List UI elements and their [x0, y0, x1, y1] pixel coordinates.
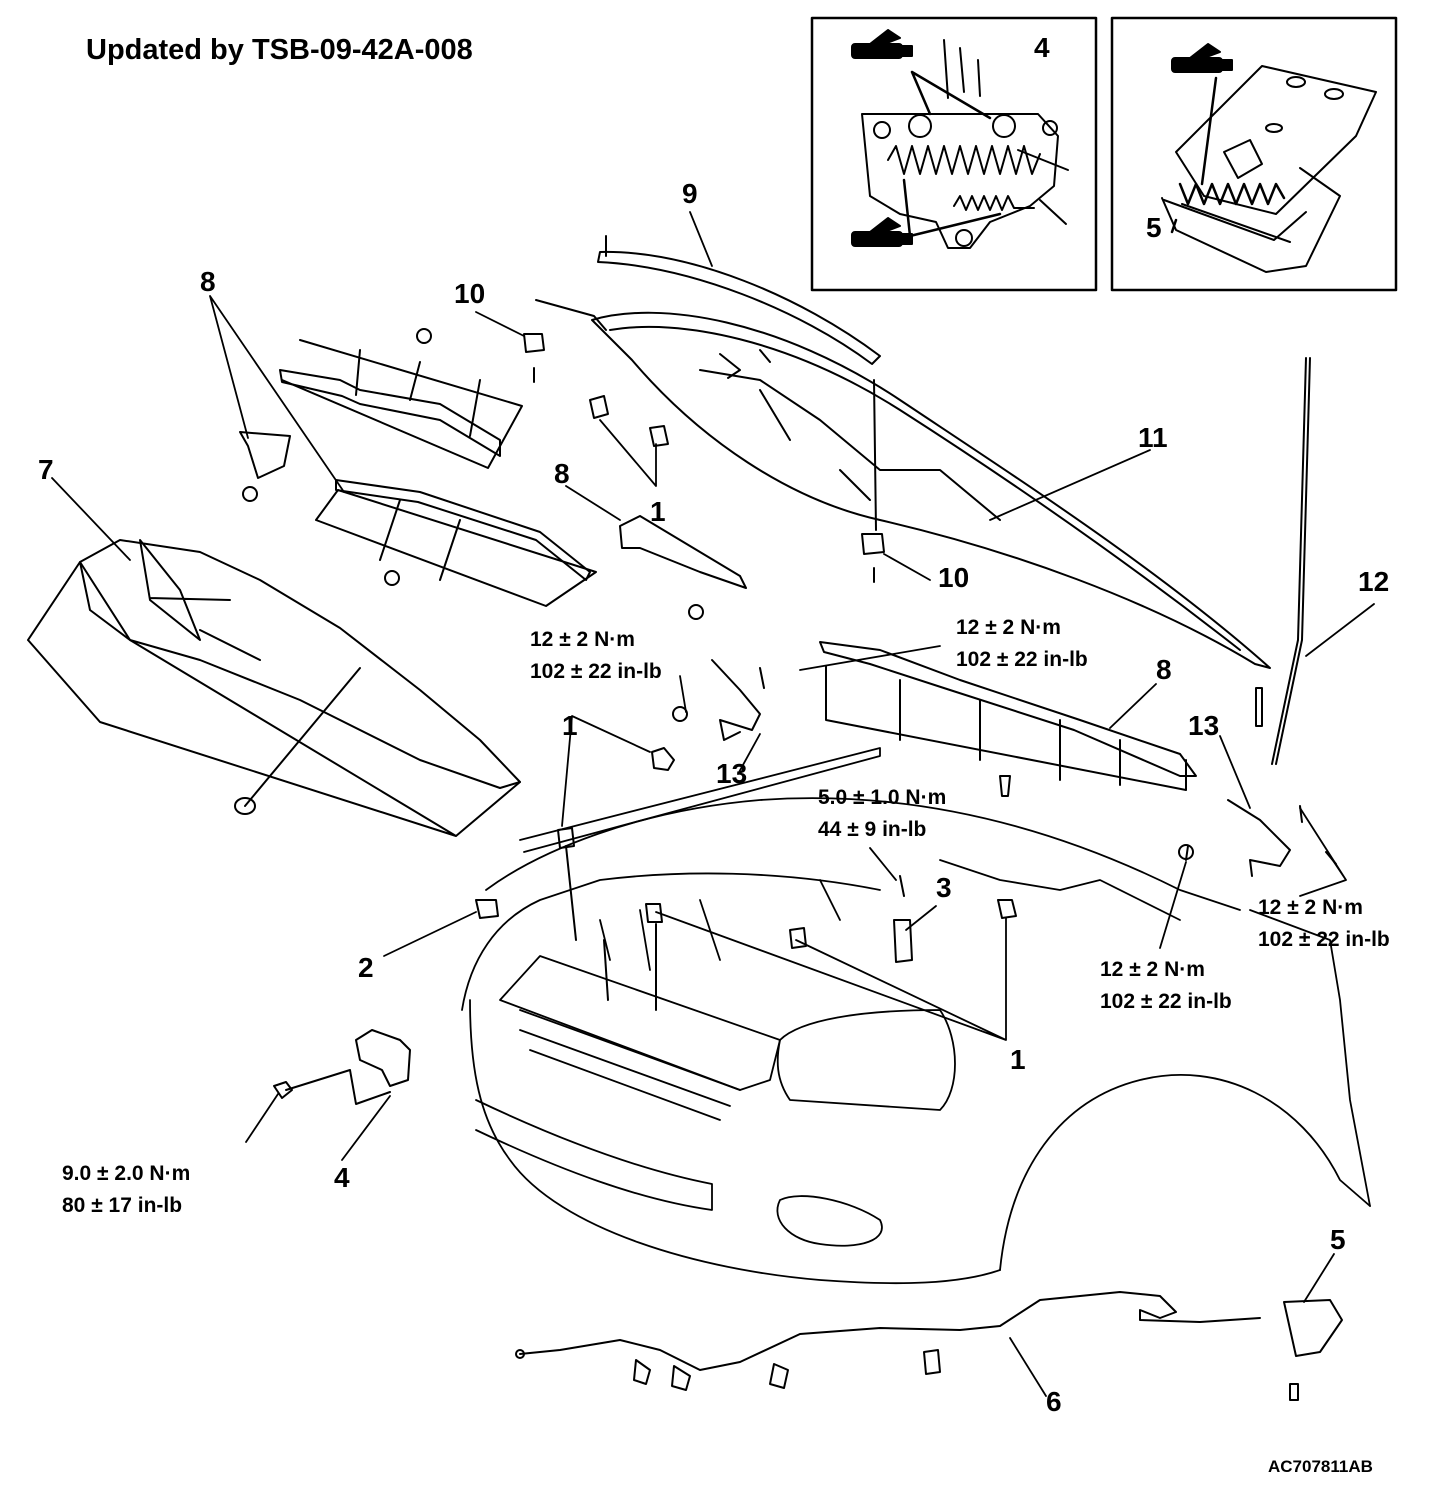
torque-nm: 5.0 ± 1.0 N·m [818, 786, 947, 809]
torque-inlb: 102 ± 22 in-lb [1100, 990, 1232, 1013]
callout-4-bottom: 4 [334, 1162, 350, 1193]
part-13-hinges [672, 659, 1337, 877]
callout-13-left: 13 [716, 758, 748, 789]
callout-4-inset: 4 [1034, 32, 1050, 63]
callout-10-left: 10 [454, 278, 486, 309]
bay-fasteners [475, 747, 1017, 1011]
grease-gun-icon [851, 29, 913, 59]
torque-spec-latch: 9.0 ± 2.0 N·m 80 ± 17 in-lb [62, 1158, 190, 1222]
inset-box-latch [810, 16, 1098, 292]
callout-10-right: 10 [938, 562, 970, 593]
part-7-insulator [27, 539, 521, 837]
callout-8-left: 8 [200, 266, 216, 297]
inset-box-release [1110, 16, 1398, 292]
torque-inlb: 102 ± 22 in-lb [530, 660, 662, 683]
callout-11: 11 [1138, 422, 1168, 453]
part-8-seals [239, 328, 747, 620]
page-title: Updated by TSB-09-42A-008 [86, 34, 473, 66]
torque-spec-hinge-left: 12 ± 2 N·m 102 ± 22 in-lb [530, 624, 662, 688]
callout-13-right: 13 [1188, 710, 1220, 741]
part-6-release-cable [515, 1291, 1343, 1401]
torque-spec-striker: 5.0 ± 1.0 N·m 44 ± 9 in-lb [818, 782, 946, 846]
figure-id: AC707811AB [1268, 1457, 1373, 1476]
callout-1-bottom: 1 [1010, 1044, 1026, 1075]
part-12-prop-rod [1255, 357, 1311, 765]
part-9-weatherstrip [597, 250, 881, 365]
hood-fasteners [523, 299, 885, 583]
torque-inlb: 80 ± 17 in-lb [62, 1194, 183, 1217]
callout-6: 6 [1046, 1386, 1062, 1417]
callout-5-inset: 5 [1146, 212, 1162, 243]
torque-nm: 12 ± 2 N·m [530, 628, 635, 651]
callout-8-center: 8 [554, 458, 570, 489]
callout-7: 7 [38, 454, 54, 485]
torque-spec-hinge-right: 12 ± 2 N·m 102 ± 22 in-lb [1258, 892, 1390, 956]
callout-5-bottom: 5 [1330, 1224, 1346, 1255]
torque-nm: 9.0 ± 2.0 N·m [62, 1162, 191, 1185]
torque-inlb: 102 ± 22 in-lb [956, 648, 1088, 671]
callout-1-mid: 1 [562, 710, 578, 741]
callout-3: 3 [936, 872, 952, 903]
inset-latch-drawing [861, 39, 1069, 249]
callout-2: 2 [358, 952, 374, 983]
leader-lines [51, 211, 1375, 1397]
torque-inlb: 102 ± 22 in-lb [1258, 928, 1390, 951]
grease-gun-icon [851, 217, 913, 247]
callout-8-right: 8 [1156, 654, 1172, 685]
callout-12: 12 [1358, 566, 1390, 597]
inset-release-drawing [1161, 65, 1377, 273]
callout-9: 9 [682, 178, 698, 209]
torque-spec-hinge-right-bolt: 12 ± 2 N·m 102 ± 22 in-lb [1100, 954, 1232, 1018]
torque-inlb: 44 ± 9 in-lb [818, 818, 927, 841]
torque-spec-hinge-upper: 12 ± 2 N·m 102 ± 22 in-lb [956, 612, 1088, 676]
part-8-cowl-seal [819, 641, 1197, 797]
part-4-latch [273, 1029, 411, 1105]
torque-nm: 12 ± 2 N·m [1258, 896, 1363, 919]
torque-nm: 12 ± 2 N·m [1100, 958, 1205, 981]
callout-1-top: 1 [650, 496, 666, 527]
part-11-hood [591, 311, 1271, 669]
torque-nm: 12 ± 2 N·m [956, 616, 1061, 639]
grease-gun-icon [1171, 43, 1233, 73]
